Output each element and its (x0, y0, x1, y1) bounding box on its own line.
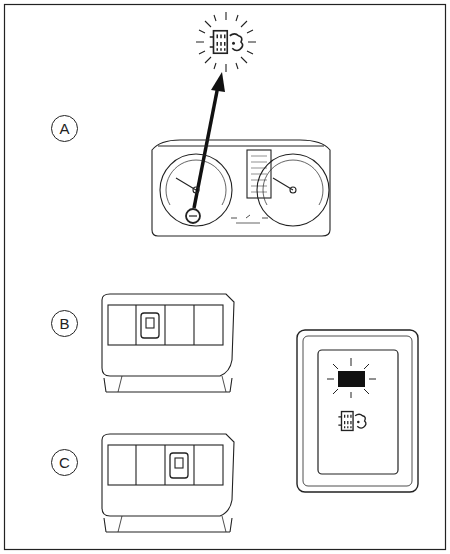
frame (5, 5, 446, 550)
callout-letter: C (59, 455, 70, 470)
warning-icon (196, 12, 256, 72)
switch-panel (102, 434, 234, 532)
callout-letter: A (59, 121, 69, 136)
callout-circle: B (51, 310, 78, 337)
callout-circle: C (51, 449, 78, 476)
switch-detail (297, 330, 418, 492)
arrow-head (211, 72, 225, 92)
pointer-arrow (194, 86, 218, 208)
callout-circle: A (51, 115, 78, 142)
callout-letter: B (59, 316, 69, 331)
switch-panel (102, 294, 234, 392)
instrument-cluster (152, 140, 330, 236)
